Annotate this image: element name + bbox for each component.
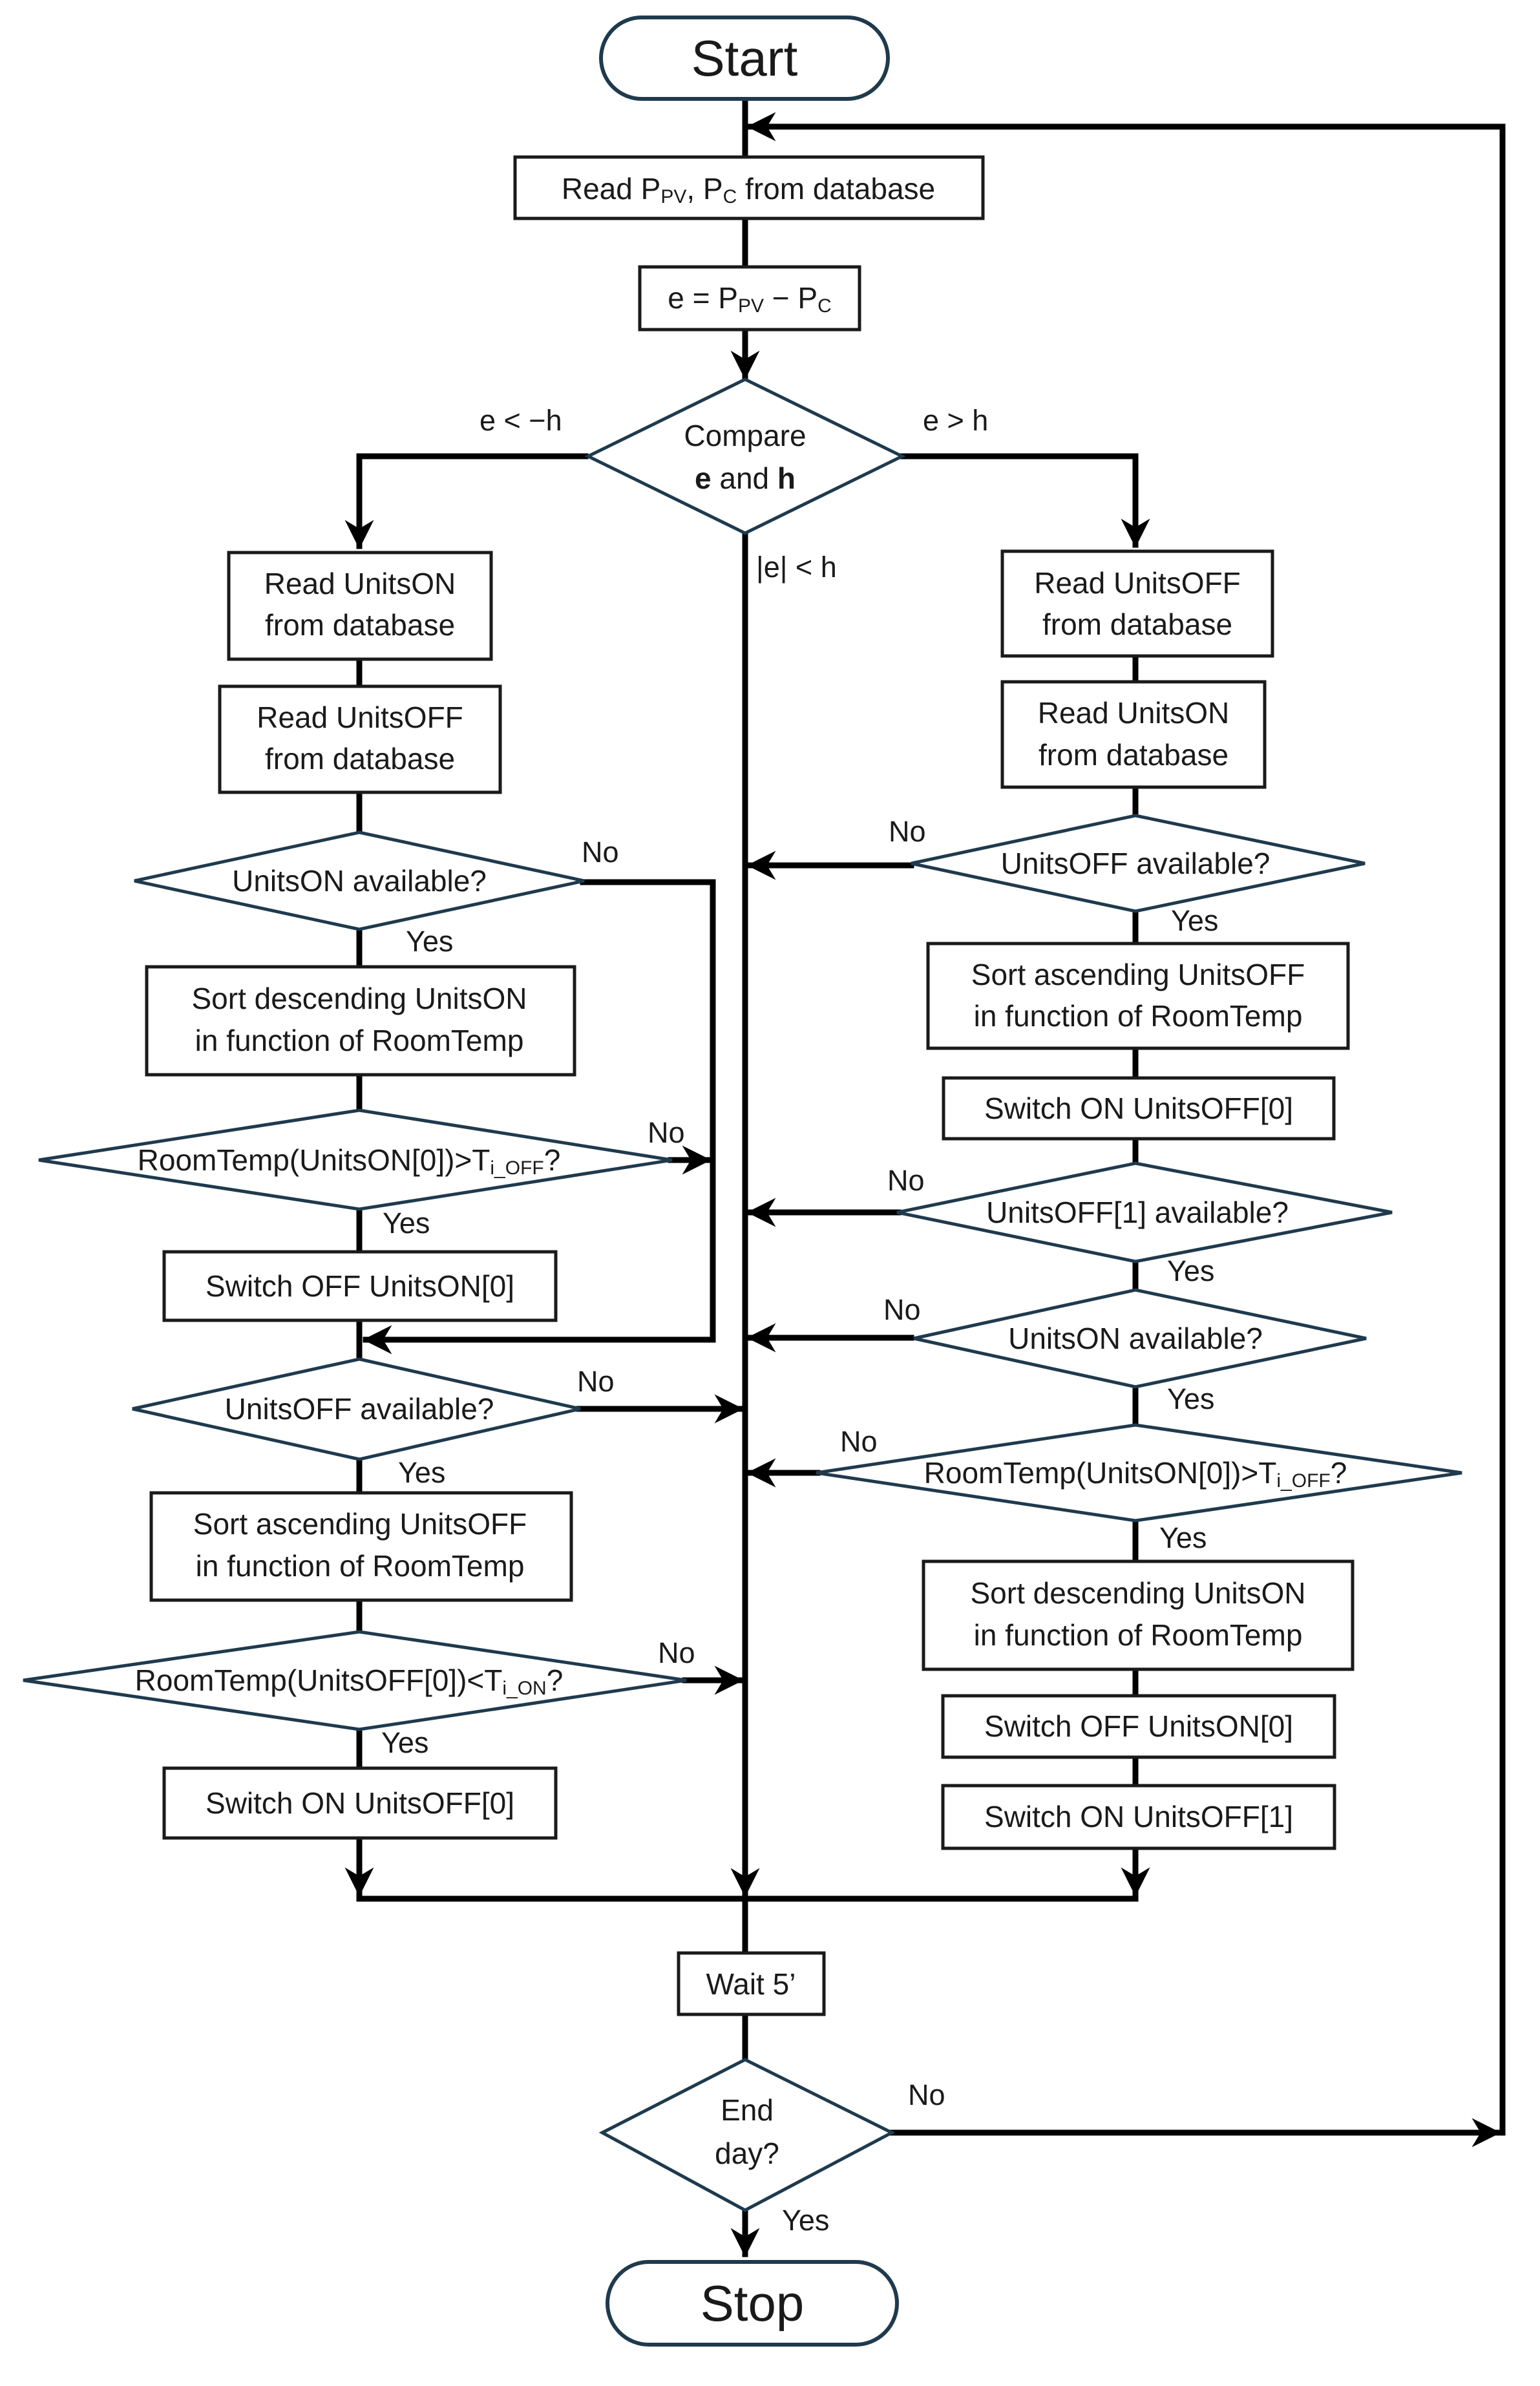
svg-text:Switch OFF UnitsON[0]: Switch OFF UnitsON[0] [984,1709,1293,1743]
svg-text:End: End [721,2093,774,2127]
right-switch-on-units-off1-box: Switch ON UnitsOFF[1] [941,1784,1336,1850]
left-switch-off-units-on0-box: Switch OFF UnitsON[0] [162,1250,558,1322]
svg-text:Sort ascending UnitsOFF: Sort ascending UnitsOFF [971,958,1305,991]
svg-text:from database: from database [265,742,455,776]
svg-text:UnitsOFF available?: UnitsOFF available? [1001,847,1271,880]
label-no: No [658,1636,695,1669]
left-roomtemp-off-decision: RoomTemp(UnitsOFF[0])<Ti_ON? [23,1630,687,1731]
label-no: No [908,2078,945,2111]
svg-text:Switch ON UnitsOFF[0]: Switch ON UnitsOFF[0] [206,1786,514,1820]
svg-text:UnitsON available?: UnitsON available? [232,864,487,898]
svg-text:Switch OFF UnitsON[0]: Switch OFF UnitsON[0] [206,1269,514,1303]
label-yes: Yes [1171,904,1218,937]
svg-text:in function of RoomTemp: in function of RoomTemp [974,1618,1303,1652]
svg-text:Read UnitsOFF: Read UnitsOFF [1034,566,1241,600]
read-power-box: Read PPV, PC from database [513,155,985,220]
label-e-gt-h: e > h [923,404,988,437]
label-yes: Yes [383,1207,430,1240]
svg-text:Read UnitsOFF: Read UnitsOFF [257,701,463,734]
right-sort-asc-units-off-box: Sort ascending UnitsOFF in function of R… [926,942,1350,1050]
svg-text:Read UnitsON: Read UnitsON [1038,696,1230,730]
compare-line2: e and h [695,461,796,495]
right-switch-off-units-on0-box: Switch OFF UnitsON[0] [941,1694,1336,1759]
left-read-units-on-box: Read UnitsON from database [227,551,493,661]
left-units-off-available-decision: UnitsOFF available? [132,1357,581,1461]
label-yes: Yes [1167,1254,1214,1287]
right-units-off-available-decision: UnitsOFF available? [911,814,1366,913]
label-yes: Yes [406,925,453,958]
stop-label: Stop [701,2275,804,2332]
label-abs-e-lt-h: |e| < h [756,551,837,584]
label-yes: Yes [782,2204,829,2237]
label-e-lt-neg-h: e < −h [480,404,562,437]
label-yes: Yes [381,1726,428,1759]
svg-text:Switch ON UnitsOFF[0]: Switch ON UnitsOFF[0] [984,1092,1293,1125]
svg-text:Switch ON UnitsOFF[1]: Switch ON UnitsOFF[1] [984,1800,1293,1833]
svg-text:from database: from database [1042,607,1232,641]
label-no: No [577,1365,615,1398]
svg-text:in function of RoomTemp: in function of RoomTemp [196,1549,525,1583]
compare-decision: Compare e and h [584,377,906,535]
label-no: No [887,1164,925,1197]
right-sort-desc-units-on-box: Sort descending UnitsON in function of R… [922,1559,1355,1671]
left-roomtemp-on-decision: RoomTemp(UnitsON[0])>Ti_OFF? [38,1108,673,1211]
svg-text:Wait 5’: Wait 5’ [706,1967,796,2001]
stop-terminal: Stop [606,2260,899,2347]
right-switch-on-units-off0-box: Switch ON UnitsOFF[0] [942,1076,1336,1141]
left-roomtemp-off-label: RoomTemp(UnitsOFF[0])<Ti_ON? [135,1663,564,1699]
branch-labels: e < −h e > h |e| < h No Yes No Yes No Ye… [381,404,1218,2237]
right-read-units-on-box: Read UnitsON from database [1000,680,1267,789]
start-terminal: Start [599,16,890,101]
svg-text:from database: from database [1039,738,1229,772]
label-no: No [883,1293,921,1326]
compare-line1: Compare [684,419,806,452]
label-no: No [582,836,619,869]
label-no: No [648,1116,685,1149]
svg-text:Sort ascending UnitsOFF: Sort ascending UnitsOFF [193,1507,527,1541]
connectors [344,96,1506,2257]
left-read-units-off-box: Read UnitsOFF from database [218,684,502,794]
svg-text:in function of RoomTemp: in function of RoomTemp [195,1024,524,1057]
error-calc-box: e = PPV − PC [638,265,861,332]
svg-text:in function of RoomTemp: in function of RoomTemp [974,999,1303,1033]
svg-text:UnitsOFF[1] available?: UnitsOFF[1] available? [986,1196,1289,1229]
svg-text:day?: day? [715,2137,779,2170]
right-units-off1-available-decision: UnitsOFF[1] available? [896,1161,1393,1263]
left-switch-on-units-off0-box: Switch ON UnitsOFF[0] [162,1766,558,1840]
label-no: No [889,815,926,848]
label-no: No [840,1425,878,1458]
svg-text:UnitsON available?: UnitsON available? [1008,1322,1263,1355]
label-yes: Yes [398,1456,445,1489]
right-roomtemp-on-decision: RoomTemp(UnitsON[0])>Ti_OFF? [816,1423,1462,1523]
label-yes: Yes [1159,1521,1207,1554]
svg-text:UnitsOFF available?: UnitsOFF available? [225,1392,494,1426]
svg-text:Sort descending UnitsON: Sort descending UnitsON [191,982,527,1015]
wait-box: Wait 5’ [677,1951,826,2016]
svg-text:Read UnitsON: Read UnitsON [264,567,456,600]
end-day-decision: End day? [598,2058,896,2212]
label-yes: Yes [1167,1382,1214,1415]
right-read-units-off-box: Read UnitsOFF from database [1000,549,1274,658]
error-calc-label: e = PPV − PC [668,281,832,317]
svg-text:Sort descending UnitsON: Sort descending UnitsON [970,1576,1305,1610]
left-units-on-available-decision: UnitsON available? [134,830,585,931]
right-roomtemp-on-label: RoomTemp(UnitsON[0])>Ti_OFF? [924,1456,1347,1492]
svg-text:from database: from database [265,608,455,642]
left-sort-desc-units-on-box: Sort descending UnitsON in function of R… [145,965,576,1077]
read-power-label: Read PPV, PC from database [562,172,935,207]
start-label: Start [691,30,798,87]
right-units-on-available-decision: UnitsON available? [913,1288,1367,1389]
left-sort-asc-units-off-box: Sort ascending UnitsOFF in function of R… [149,1491,573,1602]
left-roomtemp-on-label: RoomTemp(UnitsON[0])>Ti_OFF? [138,1143,561,1179]
